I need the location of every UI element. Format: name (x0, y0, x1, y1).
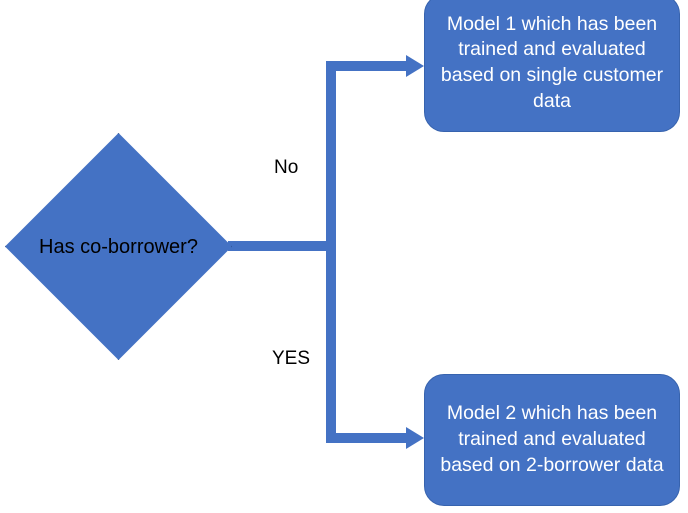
connector-no-branch-horizontal (326, 61, 408, 71)
process-node-model-1[interactable]: Model 1 which has been trained and evalu… (424, 0, 680, 132)
process-node-model-2[interactable]: Model 2 which has been trained and evalu… (424, 374, 680, 506)
connector-yes-branch-horizontal (326, 433, 408, 443)
branch-label-no: No (274, 157, 299, 178)
branch-label-yes: YES (272, 348, 311, 369)
arrowhead-to-model-1-icon (406, 55, 424, 77)
process-node-model-2-label: Model 2 which has been trained and evalu… (440, 402, 664, 476)
decision-node-label: Has co-borrower? (39, 235, 198, 258)
decision-node-has-co-borrower[interactable]: Has co-borrower? (5, 133, 232, 360)
arrowhead-to-model-2-icon (406, 427, 424, 449)
connector-vertical-spine (326, 61, 336, 443)
process-node-model-1-label: Model 1 which has been trained and evalu… (440, 12, 664, 112)
connector-decision-to-spine (228, 241, 336, 251)
